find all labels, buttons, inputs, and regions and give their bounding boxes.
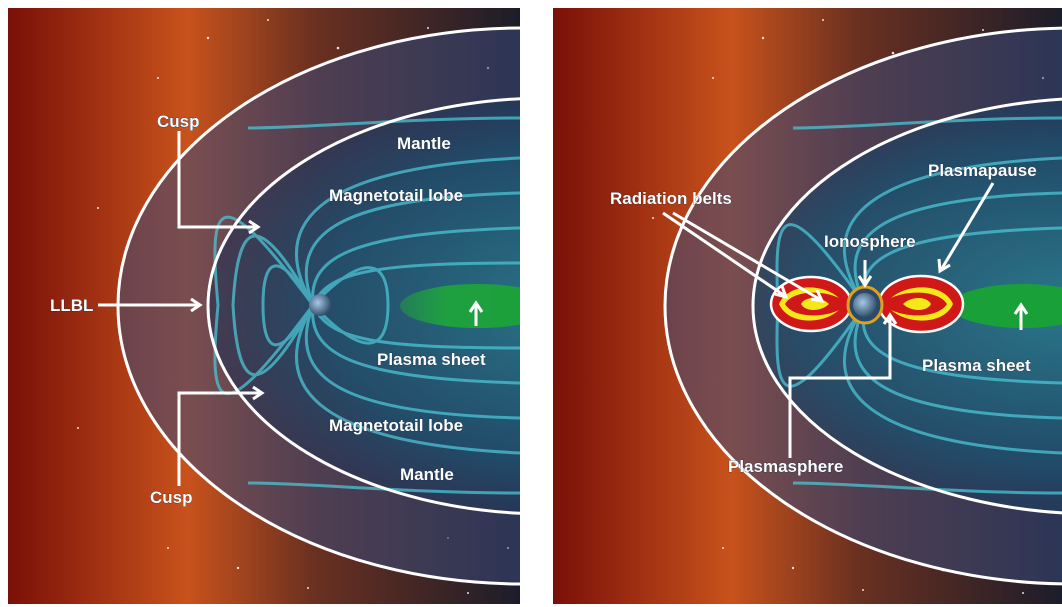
label-mantle-top: Mantle: [397, 134, 451, 153]
label-llbl: LLBL: [50, 296, 93, 315]
annotation-arrows: [662, 182, 1029, 458]
label-plasmapause: Plasmapause: [928, 161, 1037, 180]
radiation-belt-right: [877, 274, 965, 334]
radiation-belt-left: [769, 275, 853, 333]
annotation-arrows: [98, 131, 484, 486]
magnetosphere-cavity: [208, 98, 520, 514]
plasma-sheet-shape: [400, 284, 520, 328]
label-cusp-bottom: Cusp: [150, 488, 193, 507]
label-plasma-sheet: Plasma sheet: [922, 356, 1031, 375]
magnetosphere-diagram-left: Cusp Cusp LLBL Mantle Mantle Magnetotail…: [8, 8, 520, 604]
label-plasmasphere: Plasmasphere: [728, 457, 843, 476]
label-mantle-bottom: Mantle: [400, 465, 454, 484]
bow-shock-boundary: [663, 26, 1062, 586]
label-lobe-top: Magnetotail lobe: [329, 186, 463, 205]
magnetopause-boundary: [751, 97, 1062, 515]
label-cusp-top: Cusp: [157, 112, 200, 131]
earth-icon: [309, 294, 331, 316]
magnetosphere-diagram-right: Radiation belts Ionosphere Plasmapause P…: [553, 8, 1062, 604]
magnetosphere-regions-panel: Cusp Cusp LLBL Mantle Mantle Magnetotail…: [8, 8, 520, 604]
label-lobe-bottom: Magnetotail lobe: [329, 416, 463, 435]
magnetopause-boundary: [206, 97, 520, 515]
label-ionosphere: Ionosphere: [824, 232, 916, 251]
plasma-sheet-shape: [951, 284, 1062, 328]
label-plasma-sheet: Plasma sheet: [377, 350, 486, 369]
earth-icon: [853, 293, 877, 317]
label-radiation-belts: Radiation belts: [610, 189, 732, 208]
inner-magnetosphere-panel: Radiation belts Ionosphere Plasmapause P…: [553, 8, 1062, 604]
